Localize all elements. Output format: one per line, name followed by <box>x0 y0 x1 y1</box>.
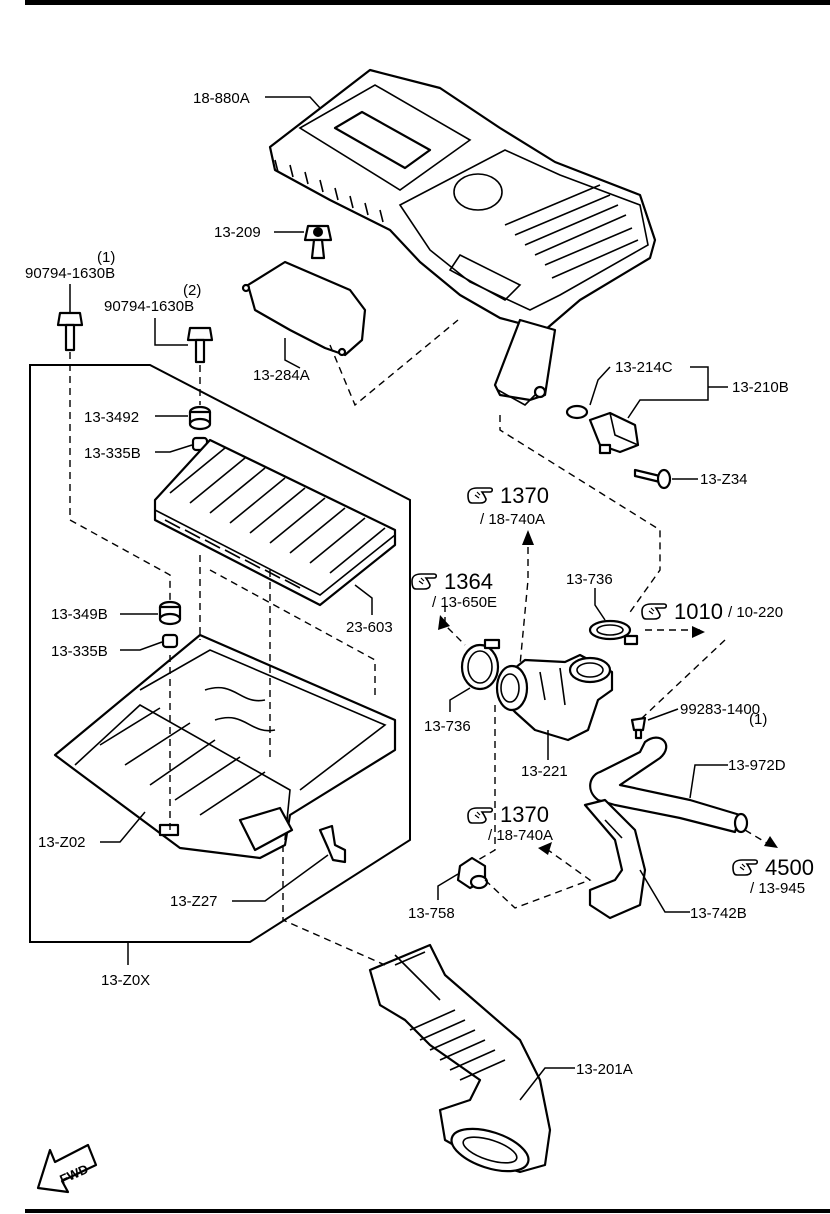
leader-13-758 <box>437 873 459 900</box>
ref-1364: 1364 / 13-650E <box>411 569 497 611</box>
dashed-connections <box>69 319 771 966</box>
leader-13-214C <box>589 366 611 406</box>
sensor-13-210B <box>565 404 640 455</box>
label-13-972D: 13-972D <box>728 757 786 774</box>
label-13-214C: 13-214C <box>615 359 673 376</box>
ref-1370-a-sub: / 18-740A <box>480 511 545 528</box>
clip-99283-1400 <box>630 716 647 740</box>
ref-1010: 1010 / 10-220 <box>641 599 783 624</box>
pointing-hand-icon <box>641 603 668 620</box>
ref-1370-a-num: 1370 <box>500 483 549 508</box>
label-13-210B: 13-210B <box>732 379 789 396</box>
label-13-349B: 13-349B <box>51 606 108 623</box>
label-18-880A: 18-880A <box>193 90 250 107</box>
clamp-13-736-a <box>460 638 501 691</box>
label-13-201A: 13-201A <box>576 1061 633 1078</box>
leader-13-335B-b <box>120 641 163 651</box>
pointing-hand-icon <box>411 573 438 590</box>
label-13-742B: 13-742B <box>690 905 747 922</box>
ref-1370-b: 1370 / 18-740A <box>467 802 553 844</box>
hose-13-742B <box>583 798 647 920</box>
grommet-13-209 <box>303 224 333 260</box>
leader-99283 <box>647 708 679 721</box>
fwd-arrow-icon: FWD <box>36 1143 98 1194</box>
label-13-335B-b: 13-335B <box>51 643 108 660</box>
label-90794-2: 90794-1630B <box>104 298 194 315</box>
ref-1370-b-num: 1370 <box>500 802 549 827</box>
grommet-13-349B <box>158 600 182 626</box>
label-13-209: 13-209 <box>214 224 261 241</box>
clip-13-Z27 <box>318 824 347 864</box>
label-90794-1: 90794-1630B <box>25 265 115 282</box>
ref-1370-a: 1370 / 18-740A <box>467 483 549 528</box>
clamp-13-736-b <box>588 619 639 646</box>
collar-13-335B-b <box>161 633 179 649</box>
leader-90794-2 <box>154 318 188 346</box>
pointing-hand-icon <box>732 859 759 876</box>
ref-4500: 4500 / 13-945 <box>732 855 814 897</box>
air-cleaner-cover <box>268 68 657 406</box>
leader-13-742B <box>639 869 690 913</box>
bolt-90794-1 <box>56 311 84 352</box>
label-13-3492: 13-3492 <box>84 409 139 426</box>
leader-13-210B <box>627 366 709 419</box>
intake-tube-13-221 <box>495 653 614 742</box>
label-99283: 99283-1400 <box>680 701 760 718</box>
label-13-Z34: 13-Z34 <box>700 471 748 488</box>
label-13-736-b: 13-736 <box>566 571 613 588</box>
fitting-13-758 <box>456 856 489 890</box>
top-rule <box>25 0 830 5</box>
ref-1364-num: 1364 <box>444 569 493 594</box>
ref-4500-num: 4500 <box>765 855 814 880</box>
leader-13-284A <box>284 338 301 369</box>
leader-13-Z27 <box>232 854 329 902</box>
screw-13-Z34 <box>633 468 672 490</box>
assembly-box-13-Z0X <box>29 364 411 943</box>
label-13-Z02: 13-Z02 <box>38 834 86 851</box>
leader-13-335B-a <box>155 444 193 453</box>
arrowheads <box>438 530 778 855</box>
leader-13-Z02 <box>100 811 146 843</box>
bolt-90794-2 <box>186 326 214 364</box>
qty-90794-1: (1) <box>97 249 115 266</box>
label-13-335B-a: 13-335B <box>84 445 141 462</box>
leader-23-603 <box>354 584 373 615</box>
label-13-Z27: 13-Z27 <box>170 893 218 910</box>
ref-1010-sub: / 10-220 <box>728 604 783 621</box>
ref-4500-sub: / 13-945 <box>750 880 805 897</box>
intake-duct-13-201A <box>368 943 552 1174</box>
ref-1010-num: 1010 <box>674 599 723 624</box>
leader-18-880A <box>265 96 321 109</box>
air-cleaner-case-13-Z02 <box>53 633 397 860</box>
leader-13-201A <box>519 1067 575 1101</box>
grommet-13-3492 <box>188 405 212 431</box>
duct-cover-13-284A <box>241 260 367 357</box>
leader-13-736-b <box>594 588 606 621</box>
bottom-rule <box>25 1209 830 1213</box>
label-13-221: 13-221 <box>521 763 568 780</box>
label-13-284A: 13-284A <box>253 367 310 384</box>
pointing-hand-icon <box>467 807 494 824</box>
label-13-Z0X: 13-Z0X <box>101 972 150 989</box>
ref-1364-sub: / 13-650E <box>432 594 497 611</box>
label-13-736-a: 13-736 <box>424 718 471 735</box>
qty-99283: (1) <box>749 711 767 728</box>
label-23-603: 23-603 <box>346 619 393 636</box>
label-13-758: 13-758 <box>408 905 455 922</box>
ref-1370-b-sub: / 18-740A <box>488 827 553 844</box>
hose-13-972D <box>589 736 749 834</box>
leader-13-972D <box>689 764 728 799</box>
pointing-hand-icon <box>467 487 494 504</box>
qty-90794-2: (2) <box>183 282 201 299</box>
air-filter-23-603 <box>153 438 397 607</box>
leader-13-736-a <box>449 687 471 712</box>
